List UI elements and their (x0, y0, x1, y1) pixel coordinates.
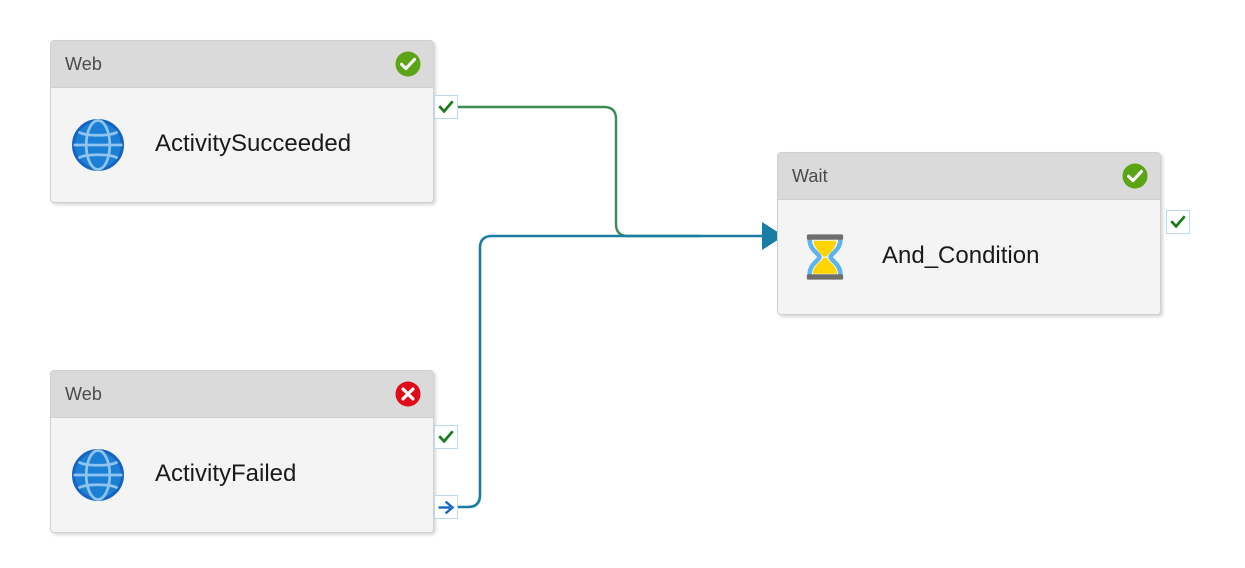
node-activity-failed[interactable]: Web ActivityFailed (50, 370, 434, 533)
check-icon (438, 100, 454, 114)
node-body: ActivityFailed (51, 418, 433, 531)
node-label: ActivitySucceeded (155, 130, 352, 158)
arrow-right-icon (438, 500, 455, 515)
globe-icon (71, 448, 125, 501)
globe-icon (71, 118, 125, 171)
hourglass-icon (806, 233, 844, 280)
connector-arrowhead-icon (762, 222, 784, 250)
port-activity-succeeded-success[interactable] (434, 95, 458, 119)
node-header-title: Web (65, 384, 102, 404)
node-activity-succeeded[interactable]: Web ActivitySucceeded (50, 40, 434, 203)
node-and-condition[interactable]: Wait And_Condition (777, 152, 1161, 315)
node-header: Web (51, 371, 433, 418)
error-circle-icon (395, 381, 421, 407)
port-activity-failed-next[interactable] (434, 495, 458, 519)
check-circle-icon (1122, 163, 1148, 189)
node-label: ActivityFailed (155, 460, 297, 488)
node-header: Wait (778, 153, 1160, 200)
port-and-condition-success[interactable] (1166, 210, 1190, 234)
node-header: Web (51, 41, 433, 88)
node-body: And_Condition (778, 200, 1160, 313)
node-header-title: Web (65, 54, 102, 74)
check-icon (438, 430, 454, 444)
check-circle-icon (395, 51, 421, 77)
node-body: ActivitySucceeded (51, 88, 433, 201)
check-icon (1170, 215, 1186, 229)
connector-succeeded-to-wait (458, 105, 700, 238)
connector-failed-to-wait (454, 234, 762, 509)
node-label: And_Condition (882, 242, 1040, 270)
port-activity-failed-success[interactable] (434, 425, 458, 449)
node-header-title: Wait (792, 166, 828, 186)
